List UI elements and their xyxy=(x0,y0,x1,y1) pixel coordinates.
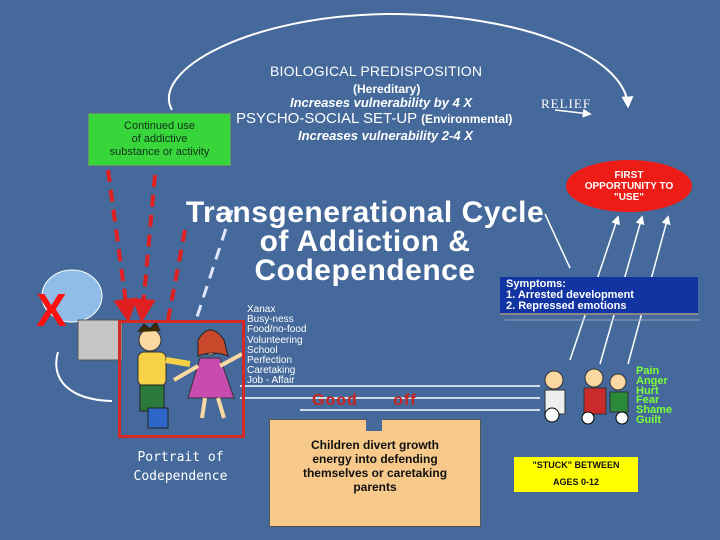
feeling-item: Fear xyxy=(636,394,660,407)
woman-figure xyxy=(172,329,243,419)
symptom-item-1: 1. Arrested development xyxy=(506,289,634,301)
behavior-item: Xanax xyxy=(247,304,276,315)
first-opportunity-oval: FIRST OPPORTUNITY TO "USE" xyxy=(566,160,692,212)
relief-arrow xyxy=(554,108,592,118)
feeling-item: Shame xyxy=(636,404,673,417)
portrait-caption: Portrait of Codependence xyxy=(118,448,243,486)
children-line4: parents xyxy=(353,480,397,494)
children-line3: themselves or caretaking xyxy=(302,466,448,480)
feeling-item: Guilt xyxy=(636,413,662,426)
diagram-title: Transgenerational Cycle of Addiction & C… xyxy=(175,196,555,287)
goodbye-label: Good off xyxy=(312,392,417,410)
feeling-item: Pain xyxy=(636,365,660,377)
symptoms-heading: Symptoms: xyxy=(506,278,566,290)
portrait-line2: Codependence xyxy=(133,469,228,484)
top-cycle-arc xyxy=(168,12,634,111)
children-figures xyxy=(544,368,629,425)
increase-2-4x-label: Increases vulnerability 2-4 X xyxy=(298,128,473,143)
continued-use-line3: substance or activity xyxy=(109,146,210,158)
behavior-item: Job - Affair xyxy=(247,375,295,387)
title-line1: Transgenerational Cycle xyxy=(185,196,545,229)
children-line1: Children divert growth xyxy=(310,438,439,452)
continued-use-box: Continued use of addictive substance or … xyxy=(88,113,231,166)
first-opportunity-line3: "USE" xyxy=(613,191,645,203)
addict-figure xyxy=(41,269,123,361)
behavior-item: Perfection xyxy=(247,355,293,367)
symptoms-box: Symptoms: 1. Arrested development 2. Rep… xyxy=(500,277,698,315)
arrow-down-1 xyxy=(544,213,571,269)
behavior-item: Caretaking xyxy=(247,365,296,377)
psycho-social-label: PSYCHO-SOCIAL SET-UP (Environmental) xyxy=(236,110,512,127)
children-box: Children divert growth energy into defen… xyxy=(269,419,481,527)
continued-use-line2: of addictive xyxy=(131,133,188,145)
red-dashed-1 xyxy=(106,169,138,323)
stuck-line1: "STUCK" BETWEEN xyxy=(532,460,620,470)
first-opportunity-line1: FIRST xyxy=(614,169,644,181)
behavior-item: School xyxy=(247,344,278,356)
behavior-item: Food/no-food xyxy=(247,324,307,336)
goodbye-end: off xyxy=(393,392,417,409)
behavior-item: Volunteering xyxy=(247,334,303,346)
children-box-notch xyxy=(366,417,382,431)
red-dashed-2 xyxy=(131,174,157,323)
continued-use-line1: Continued use xyxy=(124,120,195,132)
stuck-line2: AGES 0-12 xyxy=(552,477,600,487)
portrait-frame xyxy=(118,320,245,438)
goodbye-start: Good xyxy=(312,392,358,409)
portrait-line1: Portrait of xyxy=(137,450,224,465)
feeling-item: Anger xyxy=(636,374,668,387)
feeling-item: Hurt xyxy=(636,384,659,397)
first-opportunity-line2: OPPORTUNITY TO xyxy=(584,180,674,192)
symptom-item-2: 2. Repressed emotions xyxy=(506,300,627,312)
left-cycle-arc xyxy=(55,351,113,402)
behaviors-list: Xanax Busy-ness Food/no-food Volunteerin… xyxy=(247,304,307,387)
children-line2: energy into defending xyxy=(312,452,438,466)
x-mark: X xyxy=(36,284,67,336)
increase-4x-label: Increases vulnerability by 4 X xyxy=(290,95,473,110)
red-dashed-3 xyxy=(166,229,187,321)
relief-label: RELIEF xyxy=(541,96,592,111)
title-line3: Codependence xyxy=(254,254,476,287)
title-line2: of Addiction & xyxy=(259,225,471,258)
feelings-list: Pain Anger Hurt Fear Shame Guilt xyxy=(636,365,673,426)
stuck-box: "STUCK" BETWEEN AGES 0-12 xyxy=(514,457,638,492)
psycho-social-text: PSYCHO-SOCIAL SET-UP xyxy=(236,110,417,127)
hereditary-label: (Hereditary) xyxy=(353,82,421,96)
behavior-item: Busy-ness xyxy=(247,314,294,326)
environmental-text: (Environmental) xyxy=(421,112,513,126)
man-figure xyxy=(137,321,191,429)
biological-predisposition-label: BIOLOGICAL PREDISPOSITION xyxy=(270,63,483,79)
